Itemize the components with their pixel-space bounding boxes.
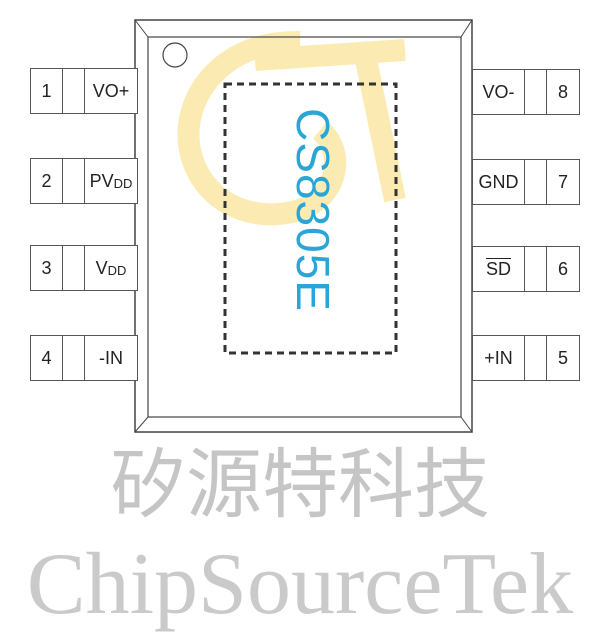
pin-number: 2 bbox=[31, 159, 63, 203]
pin-6: SD 6 bbox=[472, 246, 580, 292]
pin-label: GND bbox=[473, 160, 525, 204]
pin-label: +IN bbox=[473, 336, 525, 380]
exposed-pad bbox=[223, 82, 398, 355]
pin1-marker bbox=[162, 42, 188, 68]
pin-8: VO- 8 bbox=[472, 69, 580, 115]
pin-number: 7 bbox=[557, 171, 568, 192]
part-number: CS8305E bbox=[287, 108, 339, 312]
pin-label: VO+ bbox=[92, 80, 130, 101]
package-bevel bbox=[147, 36, 462, 418]
pin-label: -IN bbox=[99, 347, 123, 368]
pin-label: VO- bbox=[473, 70, 525, 114]
pin-number: 3 bbox=[31, 246, 63, 290]
package-outline bbox=[134, 19, 473, 433]
chip-package bbox=[134, 19, 473, 433]
pin-number: 6 bbox=[557, 258, 568, 279]
pin-number: 8 bbox=[557, 81, 568, 102]
pin-1: 1 VO+ bbox=[30, 68, 138, 114]
pin-number: 4 bbox=[31, 336, 63, 380]
pin-number: 1 bbox=[31, 69, 63, 113]
pin-5: +IN 5 bbox=[472, 335, 580, 381]
pin-number: 5 bbox=[557, 347, 568, 368]
watermark-english: ChipSourceTek bbox=[26, 536, 574, 633]
pin-7: GND 7 bbox=[472, 159, 580, 205]
watermark-chinese: 矽源特科技 bbox=[110, 440, 490, 529]
logo-mark bbox=[177, 30, 406, 226]
pin-4: 4 -IN bbox=[30, 335, 138, 381]
pin-label: SD bbox=[473, 247, 525, 291]
